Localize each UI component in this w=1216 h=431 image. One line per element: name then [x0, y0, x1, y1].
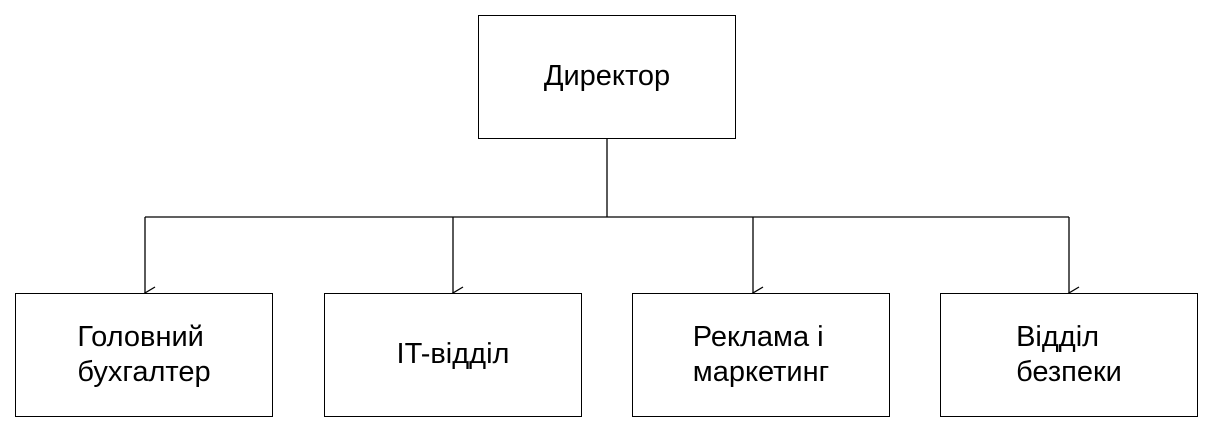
node-advertising-marketing-label: Реклама і маркетинг [692, 320, 830, 388]
node-security-department: Відділ безпеки [940, 293, 1198, 417]
node-security-department-label: Відділ безпеки [1016, 320, 1122, 388]
node-chief-accountant-label: Головний бухгалтер [77, 320, 211, 388]
node-it-department-label: IT-відділ [396, 338, 510, 371]
node-chief-accountant: Головний бухгалтер [15, 293, 273, 417]
node-director: Директор [478, 15, 736, 139]
node-it-department: IT-відділ [324, 293, 582, 417]
node-advertising-marketing: Реклама і маркетинг [632, 293, 890, 417]
node-director-label: Директор [543, 60, 671, 93]
